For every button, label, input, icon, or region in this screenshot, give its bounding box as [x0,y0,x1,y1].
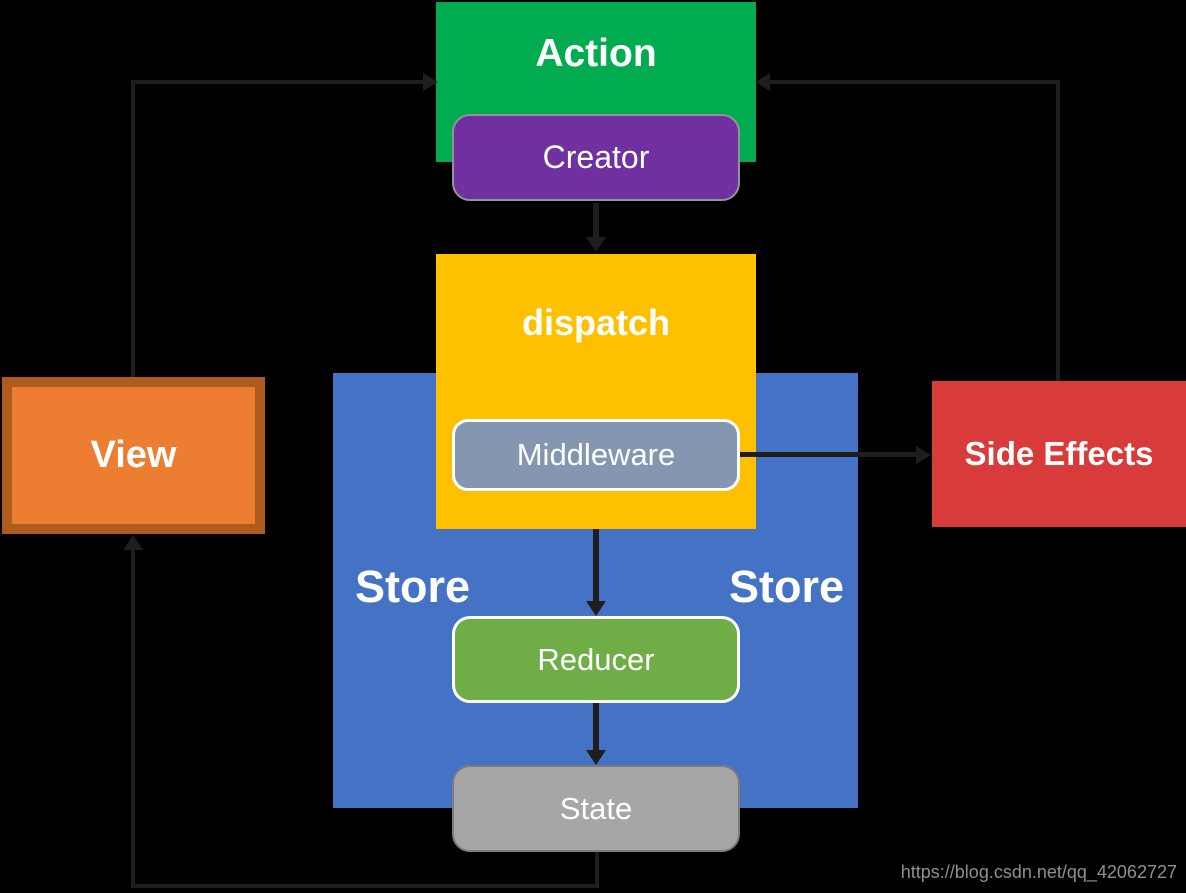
edge-reducer-to-state [593,703,599,751]
edge-state-to-view-bottom [131,884,599,888]
store-label-left: Store [355,561,471,612]
edge-creator-to-dispatch [593,203,599,239]
state-box: State [452,765,740,852]
creator-box: Creator [452,114,740,201]
edge-side-effects-to-action-vertical [1056,80,1060,381]
view-box: View [2,377,265,534]
side-effects-label: Side Effects [964,435,1154,472]
action-label: Action [535,32,657,75]
reducer-box: Reducer [452,616,740,703]
edge-middleware-to-side-effects [740,452,918,457]
dispatch-label: dispatch [521,302,671,343]
arrowhead-into-dispatch [586,237,606,252]
side-effects-box: Side Effects [932,381,1186,527]
edge-state-to-view-drop [595,852,599,888]
edge-dispatch-to-reducer [593,529,599,603]
middleware-label: Middleware [516,437,676,472]
edge-view-to-action-horizontal [131,80,423,84]
arrowhead-into-state [586,750,606,765]
view-label: View [90,434,177,476]
middleware-box: Middleware [452,419,740,491]
reducer-label: Reducer [537,641,655,677]
creator-label: Creator [542,139,650,175]
arrowhead-into-side-effects [916,446,931,464]
arrowhead-into-action-right [755,73,770,91]
edge-state-to-view-rise [131,549,135,888]
state-label: State [559,790,633,826]
edge-view-to-action-vertical [131,80,135,377]
arrowhead-into-action-left [423,73,438,91]
store-label-right: Store [728,561,844,612]
watermark-url: https://blog.csdn.net/qq_42062727 [900,862,1177,882]
arrowhead-into-reducer [586,601,606,616]
edge-side-effects-to-action-horizontal [768,80,1060,84]
arrowhead-into-view-bottom [123,535,143,550]
